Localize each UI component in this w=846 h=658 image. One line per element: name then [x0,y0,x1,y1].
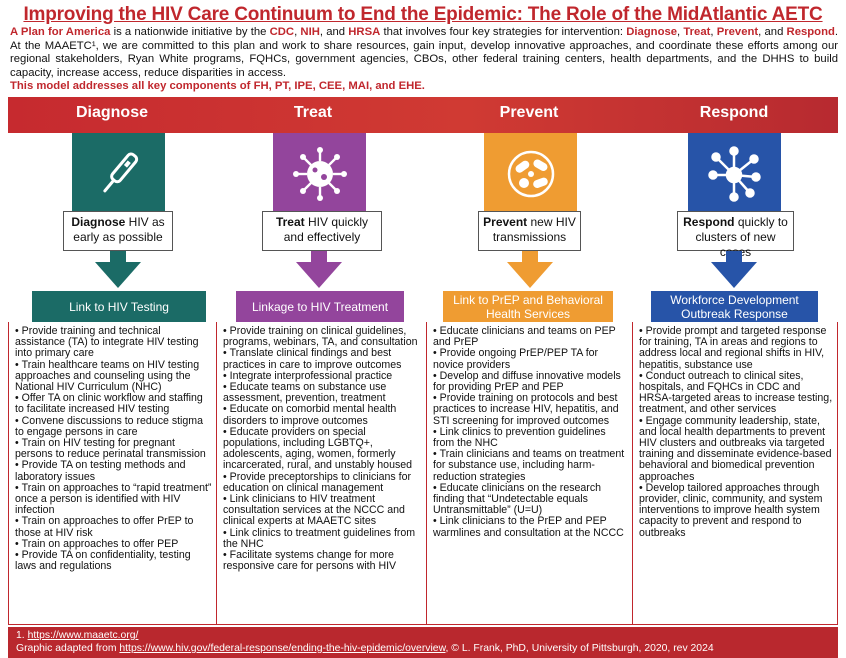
heading-diagnose: Diagnose [75,104,148,121]
heading-prevent: Prevent [499,104,559,121]
hiv-gov-link[interactable]: https://www.hiv.gov/federal-response/end… [119,643,446,654]
treat-list: Provide training on clinical guidelines,… [223,325,423,572]
intro-text: , [677,26,684,38]
list-item: Develop and diffuse innovative models fo… [433,370,629,393]
column-prevent: Educate clinicians and teams on PEP and … [427,322,633,625]
strategy-respond: Respond [786,26,835,38]
strategy-treat: Treat [683,26,711,38]
arrow-down-icon [296,262,342,288]
list-item: Provide ongoing PrEP/PEP TA for novice p… [433,348,629,371]
list-item: Educate teams on substance use assessmen… [223,381,423,404]
list-item: Link clinics to prevention guidelines fr… [433,426,629,449]
intro-text: . At the MAAETC¹, we are committed to th… [10,26,839,79]
arrow-stem-treat [311,251,327,263]
list-item: Link clinics to treatment guidelines fro… [223,527,423,550]
intro-text: , [710,26,717,38]
arrow-down-icon [507,262,553,288]
desc-treat: Treat HIV quickly and effectively [262,211,382,251]
intro-paragraph: A Plan for America is a nationwide initi… [10,26,838,94]
subheader-treat: Linkage to HIV Treatment [236,291,404,322]
list-item: Educate clinicians and teams on PEP and … [433,325,629,348]
list-item: Translate clinical findings and best pra… [223,348,423,371]
pills-icon [484,133,577,215]
agency-nih: NIH [300,26,320,38]
diagnose-list: Provide training and technical assistanc… [15,325,213,572]
footnote-number: 1. [16,630,28,641]
arrow-down-icon [95,262,141,288]
desc-keyword: Diagnose [71,215,126,229]
desc-respond: Respond quickly to clusters of new cases [677,211,794,259]
list-item: Provide TA on testing methods and labora… [15,460,213,483]
footer: 1. https://www.maaetc.org/ Graphic adapt… [8,627,838,658]
arrow-stem-diagnose [110,251,126,263]
respond-list: Provide prompt and targeted response for… [639,325,834,539]
list-item: Offer TA on clinic workflow and staffing… [15,393,213,416]
list-item: Educate on comorbid mental health disord… [223,404,423,427]
subheader-respond: Workforce Development Outbreak Response [651,291,818,322]
network-icon [688,133,781,215]
list-item: Train on approaches to “rapid treatment”… [15,482,213,517]
subheader-prevent: Link to PrEP and Behavioral Health Servi… [443,291,613,322]
footnote-credit: Graphic adapted from https://www.hiv.gov… [16,642,830,655]
strategy-banner [8,97,838,133]
footnote-1: 1. https://www.maaetc.org/ [16,629,830,642]
column-respond: Provide prompt and targeted response for… [633,322,838,625]
heading-respond: Respond [699,104,769,121]
list-item: Train healthcare teams on HIV testing ap… [15,359,213,394]
virus-icon [273,133,366,215]
list-item: Educate clinicians on the research findi… [433,482,629,517]
desc-diagnose: Diagnose HIV as early as possible [63,211,173,251]
list-item: Engage community leadership, state, and … [639,415,834,483]
list-item: Train on approaches to offer PEP [15,538,213,550]
desc-keyword: Respond [683,215,735,229]
list-item: Provide training on protocols and best p… [433,393,629,427]
arrow-stem-prevent [522,251,538,263]
subheader-diagnose: Link to HIV Testing [32,291,206,322]
desc-text: HIV as early as possible [73,215,165,244]
list-item: Provide TA on confidentiality, testing l… [15,549,213,572]
list-item: Train clinicians and teams on treatment … [433,449,629,483]
intro-text: , and [319,26,349,38]
maaetc-link[interactable]: https://www.maaetc.org/ [27,630,139,641]
arrow-stem-respond [726,251,742,263]
test-swab-icon [72,133,165,215]
arrow-down-icon [711,262,757,288]
column-treat: Provide training on clinical guidelines,… [217,322,427,625]
intro-text: , [294,26,301,38]
intro-text: that involves four key strategies for in… [380,26,627,38]
list-item: Integrate interprofessional practice [223,370,423,382]
page-title: Improving the HIV Care Continuum to End … [23,4,823,25]
list-item: Convene discussions to reduce stigma to … [15,415,213,438]
prevent-list: Educate clinicians and teams on PEP and … [433,325,629,539]
list-item: Conduct outreach to clinical sites, hosp… [639,370,834,416]
list-item: Train on HIV testing for pregnant person… [15,437,213,460]
agency-cdc: CDC [269,26,295,38]
desc-text: new HIV transmissions [492,215,576,244]
credit-prefix: Graphic adapted from [16,643,120,654]
strategy-diagnose: Diagnose [626,26,678,38]
strategy-prevent: Prevent [716,26,759,38]
desc-keyword: Prevent [483,215,528,229]
list-item: Educate providers on special populations… [223,426,423,472]
list-item: Provide training on clinical guidelines,… [223,325,423,348]
list-item: Facilitate systems change for more respo… [223,549,423,572]
credit-suffix: , © L. Frank, PhD, University of Pittsbu… [445,643,714,654]
desc-keyword: Treat [275,215,305,229]
list-item: Provide prompt and targeted response for… [639,325,834,371]
list-item: Train on approaches to offer PrEP to tho… [15,516,213,539]
model-statement: This model addresses all key components … [10,80,425,93]
desc-text: HIV quickly and effectively [283,215,369,244]
column-diagnose: Provide training and technical assistanc… [8,322,217,625]
list-item: Link clinicians to HIV treatment consult… [223,494,423,528]
intro-text: , and [758,26,787,38]
desc-prevent: Prevent new HIV transmissions [478,211,581,251]
list-item: Provide preceptorships to clinicians for… [223,471,423,494]
agency-hrsa: HRSA [348,26,381,38]
intro-text: is a nationwide initiative by the [110,26,270,38]
list-item: Develop tailored approaches through prov… [639,482,834,539]
plan-name: A Plan for America [10,26,111,38]
list-item: Link clinicians to the PrEP and PEP warm… [433,516,629,539]
heading-treat: Treat [293,104,333,121]
list-item: Provide training and technical assistanc… [15,325,213,360]
